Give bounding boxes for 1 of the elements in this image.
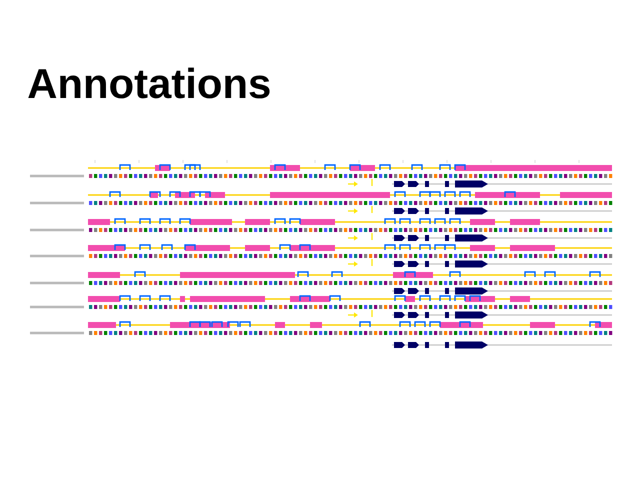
slide-title: Annotations <box>28 68 270 98</box>
